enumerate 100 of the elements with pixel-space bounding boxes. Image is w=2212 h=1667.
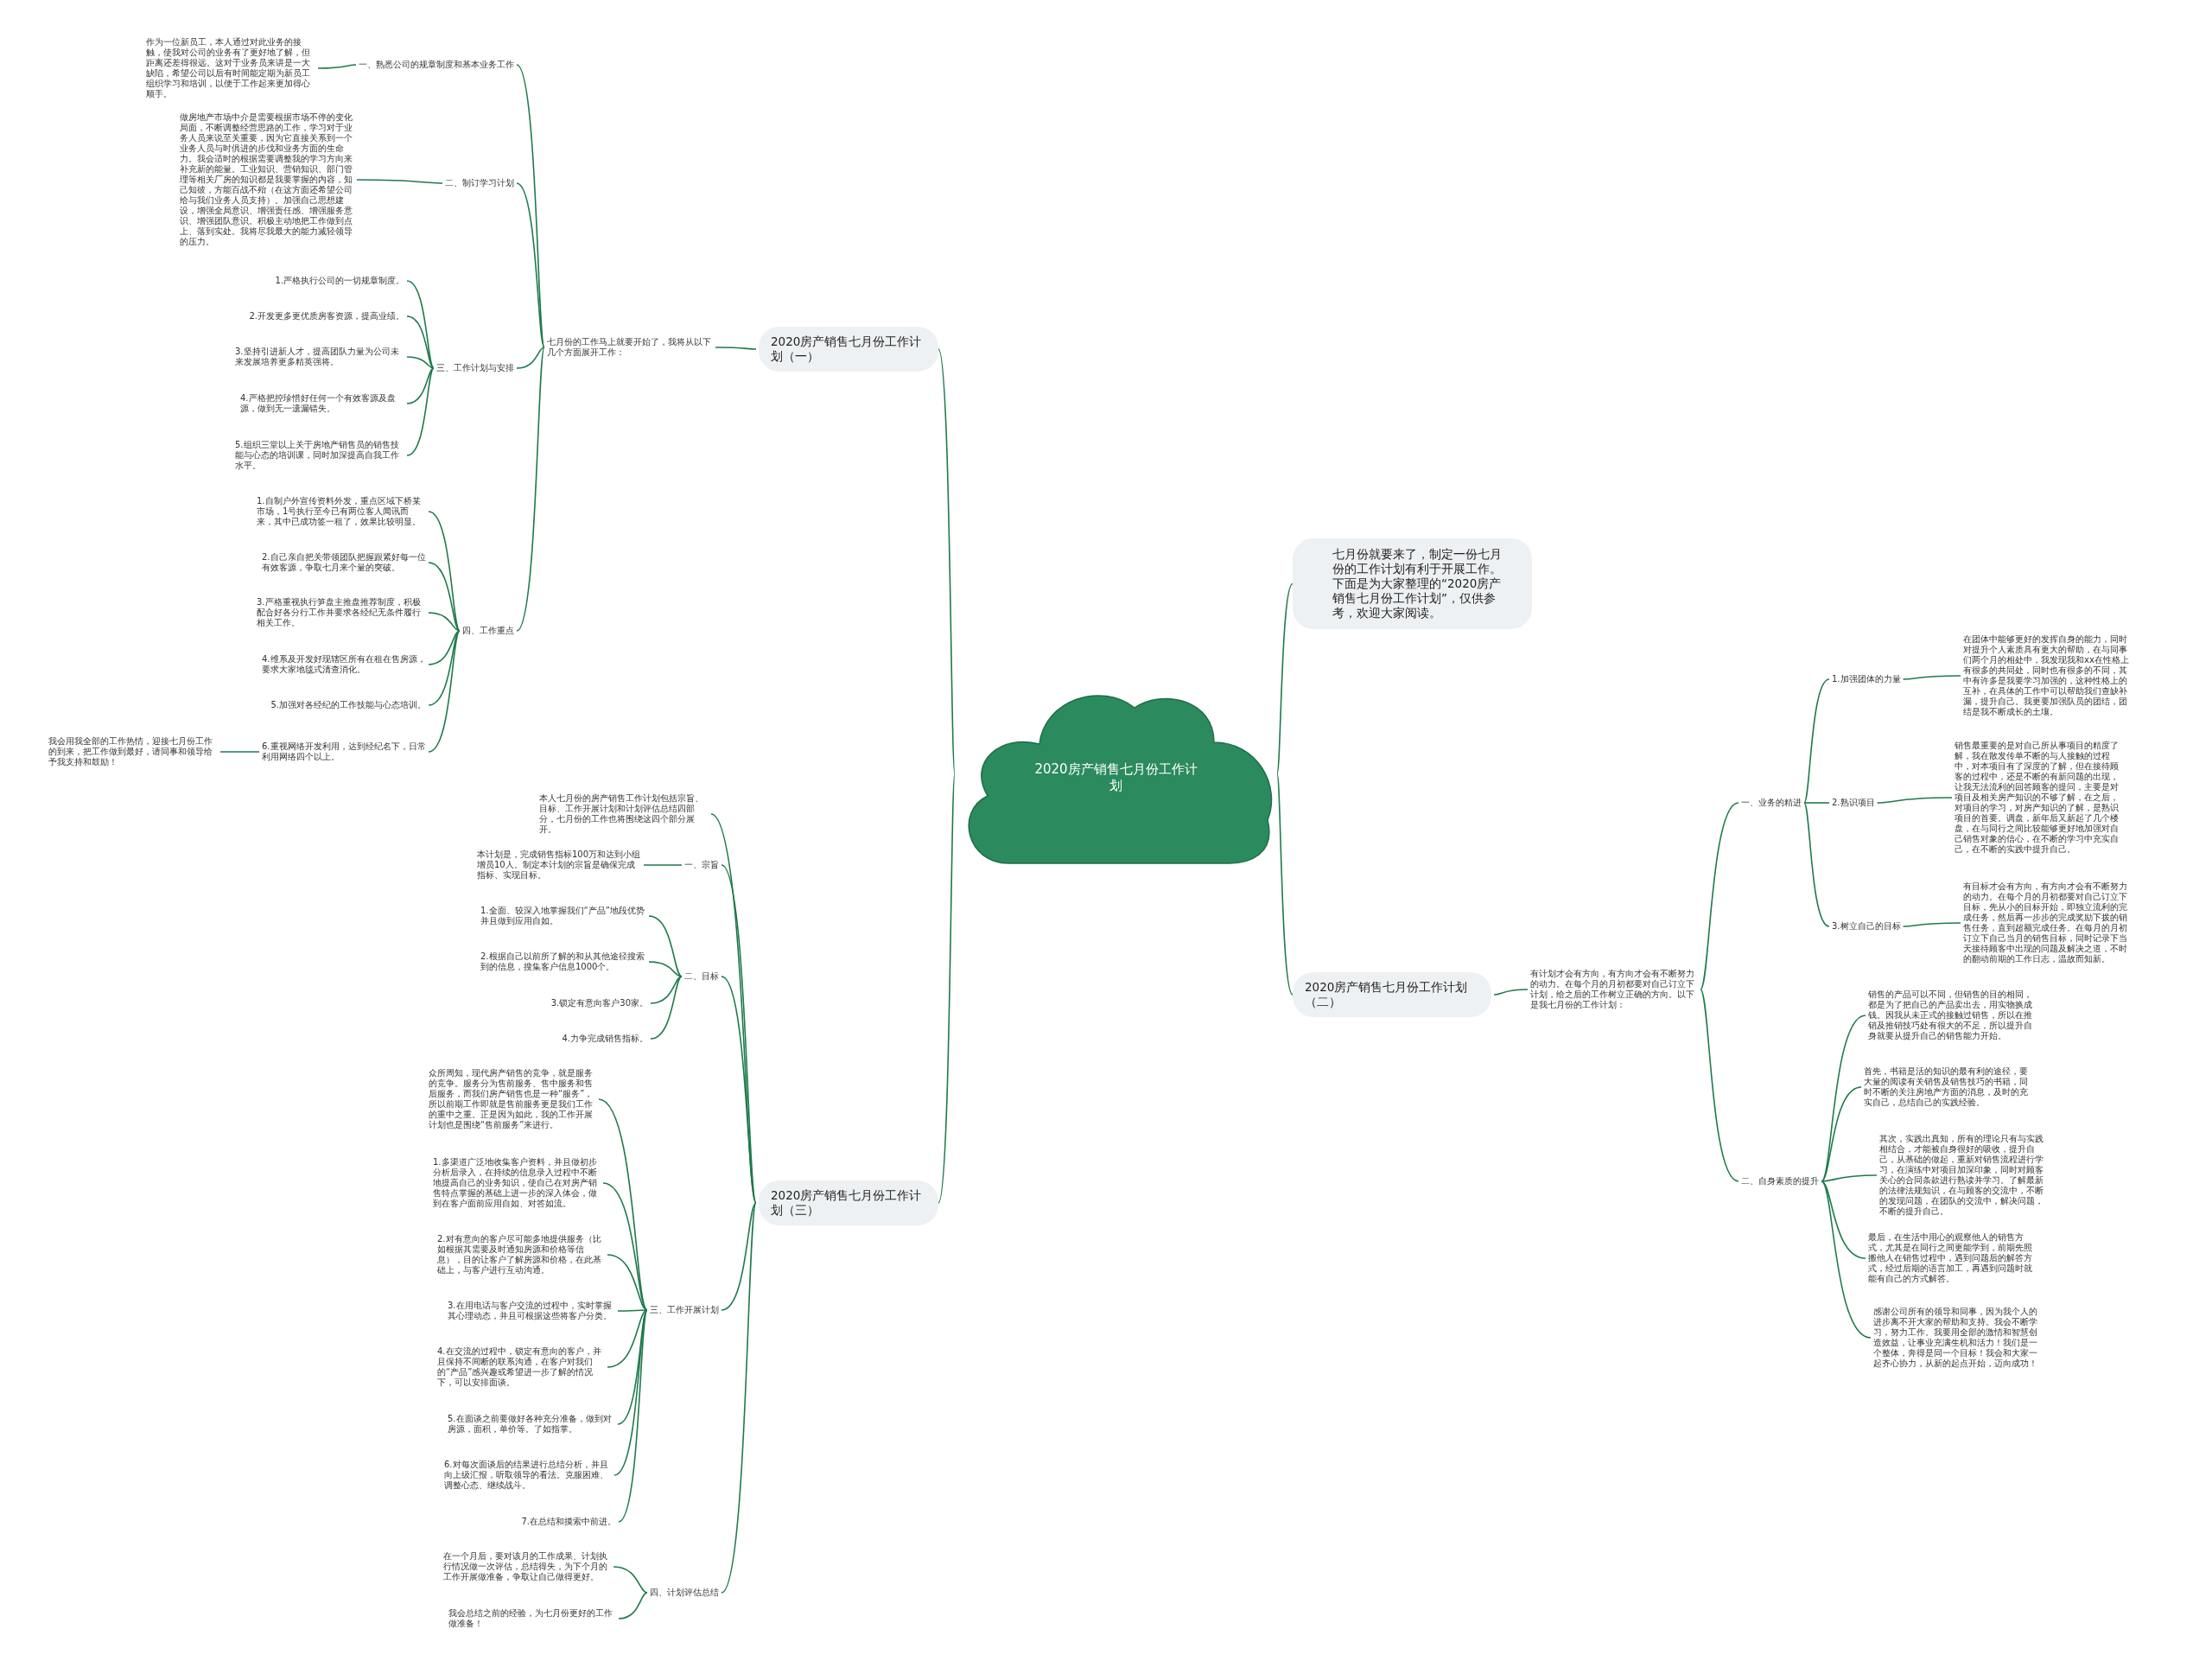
paragraph-text: 感谢公司所有的领导和同事，因为我个人的进步离不开大家的帮助和支持。我会不断学习，努力工作。我要用全部的激情和智慧创造效益，让事业充满生机和活力！我们是一个整体，奔得是同一个目标！我会和大家一起齐心协力，从新的起点开始，迈向成功！	[1873, 1307, 2041, 1369]
connector-line	[938, 348, 956, 774]
connector-line	[613, 1309, 648, 1476]
connector-line	[721, 1202, 757, 1594]
paragraph-text: 2.自己亲自把关带领团队把握跟紧好每一位有效客源，争取七月来个量的突破。	[262, 552, 426, 573]
paragraph-text: 6.重视网络开发利用，达到经纪名下，日常利用网络四个以上。	[262, 741, 426, 762]
connector-line	[516, 347, 545, 369]
connector-line	[428, 612, 461, 632]
connector-line	[406, 315, 435, 369]
connector-line	[721, 976, 757, 1204]
connector-line	[1700, 802, 1739, 990]
connector-line	[618, 1309, 648, 1523]
paragraph-text: 销售最重要的是对自己所从事项目的精度了解，我在散发传单不断的与人接触的过程中，对本项目有了深度的了解，但在接待顾客的过程中，还是不断的有新问题的出现，让我无法流利的回答顾客的提问，主要是对项目及相关房产知识的不够了解，在之后，对项目的学习，对房产知识的了解，是熟识项目的首要。调盘，新年后又新起了几个楼盘，在与同行之间比较能够更好地加强对自己销售对象的信心，在不断的学习中充实自己，在不断的实践中提升自己。	[1955, 741, 2122, 855]
connector-line	[516, 347, 545, 632]
connector-line	[1803, 678, 1830, 804]
connector-line	[607, 1254, 648, 1311]
paragraph-text: 5.在面谈之前要做好各种充分准备，做到对房源，面积，单价等。了如指掌。	[448, 1414, 615, 1435]
paragraph-text: 2.开发更多更优质房客资源，提高业绩。	[249, 311, 404, 321]
connector-line	[1821, 1086, 1862, 1182]
paragraph-text: 3.坚持引进新人才，提高团队力量为公司未来发展培养更多精英强将。	[235, 347, 404, 367]
connector-line	[406, 367, 435, 404]
paragraph-text: 2.根据自己以前所了解的和从其他途径搜索到的信息，搜集客户信息1000个。	[480, 951, 646, 972]
connector-line	[406, 367, 435, 456]
paragraph-text: 3.在用电话与客户交流的过程中，实时掌握其心理动态，并且可根据这些将客户分类。	[448, 1301, 615, 1321]
heading-text: 二、自身素质的提升	[1741, 1176, 1819, 1187]
connector-line	[1821, 1174, 1878, 1182]
connector-line	[428, 562, 461, 632]
connector-line	[317, 64, 357, 69]
paragraph-text: 其次，实践出真知，所有的理论只有与实践相结合，才能被自身很好的吸收，提升自己，从基础的做起，重新对销售流程进行学习，在演练中对项目加深印象，同时对顾客关心的合同条款进行熟读并学习。了解最新的法律法规知识，在与顾客的交流中，不断的发现问题，在团队的交流中，解决问题，不断的提升自己。	[1879, 1134, 2047, 1217]
heading-text: 一、熟悉公司的规章制度和基本业务工作	[359, 60, 514, 70]
connector-line	[650, 976, 683, 1040]
paragraph-text: 我会总结之前的经验，为七月份更好的工作做准备！	[448, 1608, 616, 1629]
heading-text: 四、计划评估总结	[650, 1587, 719, 1598]
heading-text: 一、宗旨	[684, 860, 719, 870]
connector-line	[1493, 989, 1529, 996]
connector-line	[1803, 802, 1830, 804]
paragraph-text: 5.组织三堂以上关于房地产销售员的销售技能与心态的培训课，同时加深提高自我工作水平。	[235, 440, 404, 471]
paragraph-text: 1.全面、较深入地掌握我们“产品”地段优势并且做到应用自如。	[480, 906, 646, 926]
connector-line	[643, 864, 683, 866]
connector-line	[428, 630, 461, 665]
connector-line	[648, 961, 683, 977]
paragraph-text: 3.严格重视执行笋盘主推盘推荐制度，积极配合好各分行工作并要求各经纪无条件履行相关工作。	[257, 597, 426, 628]
connector-line	[1876, 797, 1953, 804]
connector-line	[1803, 802, 1830, 927]
paragraph-text: 4.维系及开发好现辖区所有在租在售房源，要求大家地毯式清查消化。	[262, 654, 426, 675]
connector-line	[618, 1592, 648, 1619]
heading-text: 2.熟识项目	[1832, 798, 1875, 808]
connector-line	[406, 280, 435, 369]
heading-text: 三、工作开展计划	[650, 1305, 719, 1315]
connector-line	[1902, 675, 1961, 680]
connector-line	[617, 1309, 648, 1425]
connector-line	[721, 1202, 757, 1311]
connector-line	[1902, 922, 1961, 927]
connector-line	[607, 1309, 648, 1368]
paragraph-text: 2.对有意向的客户尽可能多地提供服务（比如根据其需要及时通知房源和价格等信息），目的让客户了解房源和价格，在此基础上，与客户进行互动沟通。	[437, 1234, 605, 1276]
connector-line	[648, 915, 683, 977]
connector-line	[428, 630, 461, 753]
paragraph-text: 有计划才会有方向，有方向才会有不断努力的动力。在每个月的月初都要对自己订立下计划，给之后的工作树立正确的方向。以下是我七月份的工作计划：	[1530, 969, 1698, 1010]
paragraph-text: 作为一位新员工，本人通过对此业务的接触，使我对公司的业务有了更好地了解，但距离还差得很远。这对于业务员来讲是一大缺陷，希望公司以后有时间能定期为新员工组织学习和培训，以便于工作起来更加得心顺手。	[146, 37, 315, 99]
heading-text: 1.加强团体的力量	[1832, 674, 1901, 684]
paragraph-text: 销售的产品可以不同，但销售的目的相同，都是为了把自己的产品卖出去，用实物换成钱。因我从未正式的接触过销售，所以在推销及推销技巧处有很大的不足，所以提升自身就要从提升自己的销售能力开始。	[1868, 989, 2036, 1041]
paragraph-text: 首先，书籍是活的知识的最有利的途径，要大量的阅读有关销售及销售技巧的书籍，同时不断的关注房地产方面的消息，及时的充实自己，总结自己的实践经验。	[1864, 1066, 2031, 1108]
paragraph-text: 本人七月份的房产销售工作计划包括宗旨、目标、工作开展计划和计划评估总结四部分，七月份的工作也将围绕这四个部分展开。	[539, 793, 709, 835]
connector-line	[428, 511, 461, 632]
paragraph-text: 4.严格把控珍惜好任何一个有效客源及盘源，做到无一遗漏错失。	[240, 393, 404, 414]
paragraph-text: 1.多渠道广泛地收集客户资料，并且做初步分析后录入，在持续的信息录入过程中不断地提高自己的业务知识，使自己在对房产销售特点掌握的基础上进一步的深入体会，做到在客户面前应用自如、对答如流。	[433, 1157, 601, 1209]
connector-line	[721, 864, 757, 1204]
paragraph-text: 3.锁定有意向客户30家。	[550, 998, 648, 1008]
heading-text: 二、制订学习计划	[445, 178, 514, 188]
paragraph-text: 我会用我全部的工作热情，迎接七月份工作的到来，把工作做到最好，请同事和领导给予我支持和鼓励！	[48, 736, 218, 767]
paragraph-text: 七月份的工作马上就要开始了，我将从以下几个方面展开工作：	[547, 337, 713, 358]
paragraph-text: 1.严格执行公司的一切规章制度。	[275, 276, 404, 286]
heading-text: 3.树立自己的目标	[1832, 921, 1901, 932]
topic-pill: 2020房产销售七月份工作计划（三）	[759, 1180, 938, 1225]
connector-line	[613, 1566, 648, 1594]
paragraph-text: 最后，在生活中用心的观察他人的销售方式，尤其是在同行之间更能学到，前期先照搬他人在销售过程中，遇到问题后的解答方式，经过后期的语言加工，再遇到问题时就能有自己的方式解答。	[1868, 1232, 2036, 1284]
paragraph-text: 4.力争完成销售指标。	[562, 1034, 648, 1044]
heading-text: 一、业务的精进	[1741, 798, 1802, 808]
topic-pill: 2020房产销售七月份工作计划（一）	[759, 327, 938, 372]
connector-line	[516, 182, 545, 348]
connector-line	[219, 751, 260, 753]
heading-text: 四、工作重点	[462, 626, 514, 636]
connector-line	[1276, 582, 1294, 774]
paragraph-text: 在团体中能够更好的发挥自身的能力，同时对提升个人素质具有更大的帮助，在与同事们两个月的相处中，我发现我和xx在性格上有很多的共同处，同时也有很多的不同，其中有许多是我要学习加强的，这种性格上的互补，在具体的工作中可以帮助我们查缺补漏，提升自己。我更要加强队员的团结，团结是我不断成长的土壤。	[1963, 634, 2131, 717]
connector-line	[356, 179, 443, 184]
paragraph-text: 6.对每次面谈后的结果进行总结分析，并且向上级汇报，听取领导的看法。克服困难、调整心态、继续战斗。	[444, 1460, 612, 1491]
paragraph-text: 在一个月后，要对该月的工作成果、计划执行情况做一次评估，总结得失，为下个月的工作开展做准备，争取让自己做得更好。	[443, 1551, 611, 1582]
paragraph-text: 有目标才会有方向，有方向才会有不断努力的动力。在每个月的月初都要对自己订立下目标，先从小的目标开始，即独立流利的完成任务，然后再一步步的完成奖励下拨的销售任务，直到超额完成任务。在每月的月初订立下自己当月的销售目标，同时记录下当天接待顾客中出现的问题及解决之道，不时的翻动前期的工作日志，温故而知新。	[1963, 881, 2131, 964]
connector-line	[1821, 1180, 1866, 1259]
paragraph-text: 本计划是，完成销售指标100万和达到小组增员10人。制定本计划的宗旨是确保完成指标、实现目标。	[477, 849, 641, 881]
connector-line	[1276, 773, 1294, 996]
connector-line	[602, 1182, 648, 1311]
connector-line	[617, 1309, 648, 1312]
connector-line	[715, 347, 757, 350]
topic-pill: 七月份就要来了，制定一份七月份的工作计划有利于开展工作。下面是为大家整理的“2020房产销售七月份工作计划”，仅供参考，欢迎大家阅读。	[1293, 538, 1532, 629]
connector-line	[428, 630, 461, 706]
connector-line	[650, 976, 683, 1004]
paragraph-text: 5.加强对各经纪的工作技能与心态培训。	[270, 700, 426, 710]
paragraph-text: 做房地产市场中介是需要根据市场不停的变化局面，不断调整经营思路的工作，学习对于业务人员来说至关重要，因为它直接关系到一个业务人员与时俱进的步伐和业务方面的生命力。我会适时的根据需要调整我的学习方向来补充新的能量。工业知识、营销知识、部门管理等相关厂房的知识都是我要掌握的内容，知己知彼，方能百战不殆（在这方面还希望公司给与我们业务人员支持）。加强自己思想建设，增强全局意识、增强责任感、增强服务意识、增强团队意识。积极主动地把工作做到点上、落到实处。我将尽我最大的能力减轻领导的压力。	[180, 112, 354, 247]
connector-line	[938, 773, 956, 1204]
